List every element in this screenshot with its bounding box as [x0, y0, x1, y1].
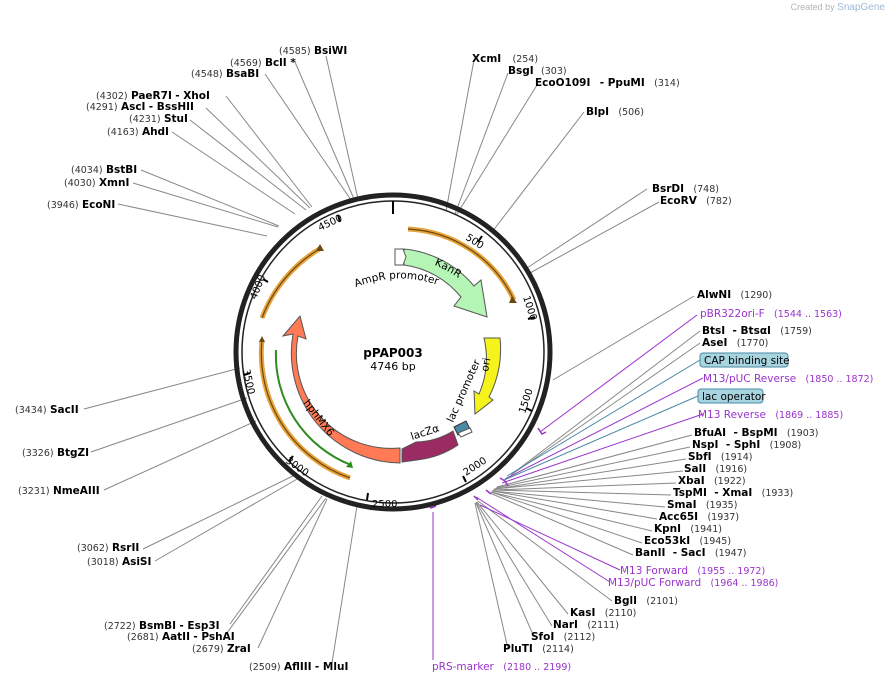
snapgene-logo: SnapGene — [837, 2, 885, 13]
plasmid-size: 4746 bp — [370, 360, 415, 373]
enzyme-label-left: (4302) PaeR7I - XhoI — [96, 90, 210, 102]
enzyme-label-right: XcmI (254) — [472, 53, 538, 65]
tick-4500: 4500 — [317, 213, 345, 234]
enzyme-label-right: AlwNI (1290) — [697, 289, 772, 301]
enzyme-label-left: (4569) BclI * — [230, 57, 296, 69]
enzyme-label-left: (3018) AsiSI — [87, 556, 151, 568]
primer-label: M13/pUC Reverse (1850 .. 1872) — [703, 373, 873, 385]
enzyme-label-left: (4163) AhdI — [107, 126, 169, 138]
enzyme-label-left: (4030) XmnI — [64, 177, 129, 189]
enzyme-label-left: (3946) EcoNI — [47, 199, 115, 211]
tick-3500: 3500 — [240, 368, 256, 395]
enzyme-label-right: KasI (2110) — [570, 607, 636, 619]
enzyme-label-right: SfoI (2112) — [531, 631, 595, 643]
enzyme-label-right: EcoRV (782) — [660, 195, 732, 207]
enzyme-label-left: (3434) SacII — [15, 404, 79, 416]
enzyme-label-left: (4585) BsiWI — [279, 45, 347, 57]
enzyme-label-left: (4548) BsaBI — [191, 68, 259, 80]
tick-2000: 2000 — [462, 455, 489, 478]
enzyme-label-right: Acc65I (1937) — [659, 511, 739, 523]
primer-label: M13/pUC Forward (1964 .. 1986) — [608, 577, 778, 589]
tick-4000: 4000 — [249, 273, 269, 301]
enzyme-label-right: SmaI (1935) — [667, 499, 737, 511]
enzyme-label-left: (4034) BstBI — [71, 164, 137, 176]
enzyme-label-left: (2679) ZraI — [192, 643, 251, 655]
enzyme-label-left: (3326) BtgZI — [22, 447, 89, 459]
enzyme-label-left: (3231) NmeAIII — [18, 485, 100, 497]
orf-arcs — [258, 226, 517, 481]
enzyme-label-right: BsrDI (748) — [652, 183, 719, 195]
enzyme-label-right: NarI (2111) — [553, 619, 619, 631]
enzyme-label-right: BsgI (303) — [508, 65, 567, 77]
primer-label: pRS-marker (2180 .. 2199) — [432, 661, 571, 673]
enzyme-label-left: (2681) AatII - PshAI — [127, 631, 235, 643]
laczalpha-arrow — [401, 430, 459, 463]
lac-promoter-box — [457, 427, 473, 438]
lac-operator-label: lac operator — [702, 391, 766, 403]
kanr-arrow — [403, 248, 488, 318]
lac-promoter-label: lac promoter — [445, 357, 484, 424]
enzyme-label-right: AseI (1770) — [702, 337, 768, 349]
tick-1500: 1500 — [517, 387, 535, 415]
snapgene-credit: Created by SnapGene — [791, 2, 885, 13]
lac-operator-label-box — [697, 388, 764, 404]
cap-binding-site-label: CAP binding site — [704, 355, 790, 367]
leader-lines — [83, 55, 701, 664]
enzyme-label-right: BglI (2101) — [614, 595, 678, 607]
enzyme-label-right: KpnI (1941) — [654, 523, 722, 535]
ori-label: ori — [479, 357, 493, 373]
enzyme-label-left: (2509) AflIII - MluI — [249, 661, 348, 673]
cap-binding-site-box — [699, 352, 789, 368]
primer-leader-lines — [432, 314, 704, 660]
enzyme-label-right: NspI - SphI (1908) — [692, 439, 801, 451]
enzymes-right: XcmI (254) BsgI (303) EcoO109I - PpuMI (… — [472, 53, 819, 655]
enzyme-label-right: XbaI (1922) — [678, 475, 746, 487]
enzyme-label-left: (3062) RsrII — [77, 542, 139, 554]
enzyme-label-right: BlpI (506) — [586, 106, 644, 118]
boxed-features: CAP binding site lac operator — [503, 352, 790, 481]
ampr-promoter-arrow — [394, 248, 407, 266]
enzyme-label-left: (2722) BsmBI - Esp3I — [104, 620, 220, 632]
plasmid-name: pPAP003 — [363, 346, 422, 360]
enzyme-label-left: (4231) StuI — [129, 113, 188, 125]
backbone-outer — [233, 192, 553, 512]
enzyme-label-left: (4291) AscI - BssHII — [86, 101, 194, 113]
enzyme-label-right: PluTI (2114) — [503, 643, 574, 655]
hphmx6-arrow — [281, 314, 401, 464]
primer-label: M13 Forward (1955 .. 1972) — [620, 565, 765, 577]
primers: pBR322ori-F (1544 .. 1563) M13/pUC Rever… — [432, 308, 873, 673]
credit-prefix: Created by — [790, 2, 835, 12]
primer-label: pBR322ori-F (1544 .. 1563) — [700, 308, 842, 320]
primer-label: M13 Reverse (1869 .. 1885) — [698, 409, 843, 421]
enzyme-label-right: TspMI - XmaI (1933) — [673, 487, 793, 499]
enzyme-label-right: SbfI (1914) — [688, 451, 753, 463]
enzyme-label-right: BtsI - BtsαI (1759) — [702, 325, 812, 337]
tick-marks — [243, 201, 536, 501]
ori-arrow — [473, 337, 502, 415]
ampr-promoter-label: AmpR promoter — [353, 269, 441, 290]
enzyme-label-right: EcoO109I - PpuMI (314) — [535, 77, 680, 89]
enzyme-label-right: BfuAI - BspMI (1903) — [694, 427, 819, 439]
tick-2500: 2500 — [372, 499, 397, 510]
enzyme-label-right: BanII - SacI (1947) — [635, 547, 746, 559]
enzymes-left: (4585) BsiWI (4569) BclI * (4548) BsaBI … — [15, 45, 348, 673]
enzyme-label-right: Eco53kI (1945) — [644, 535, 731, 547]
enzyme-label-right: SalI (1916) — [684, 463, 747, 475]
tick-1000: 1000 — [520, 295, 538, 323]
